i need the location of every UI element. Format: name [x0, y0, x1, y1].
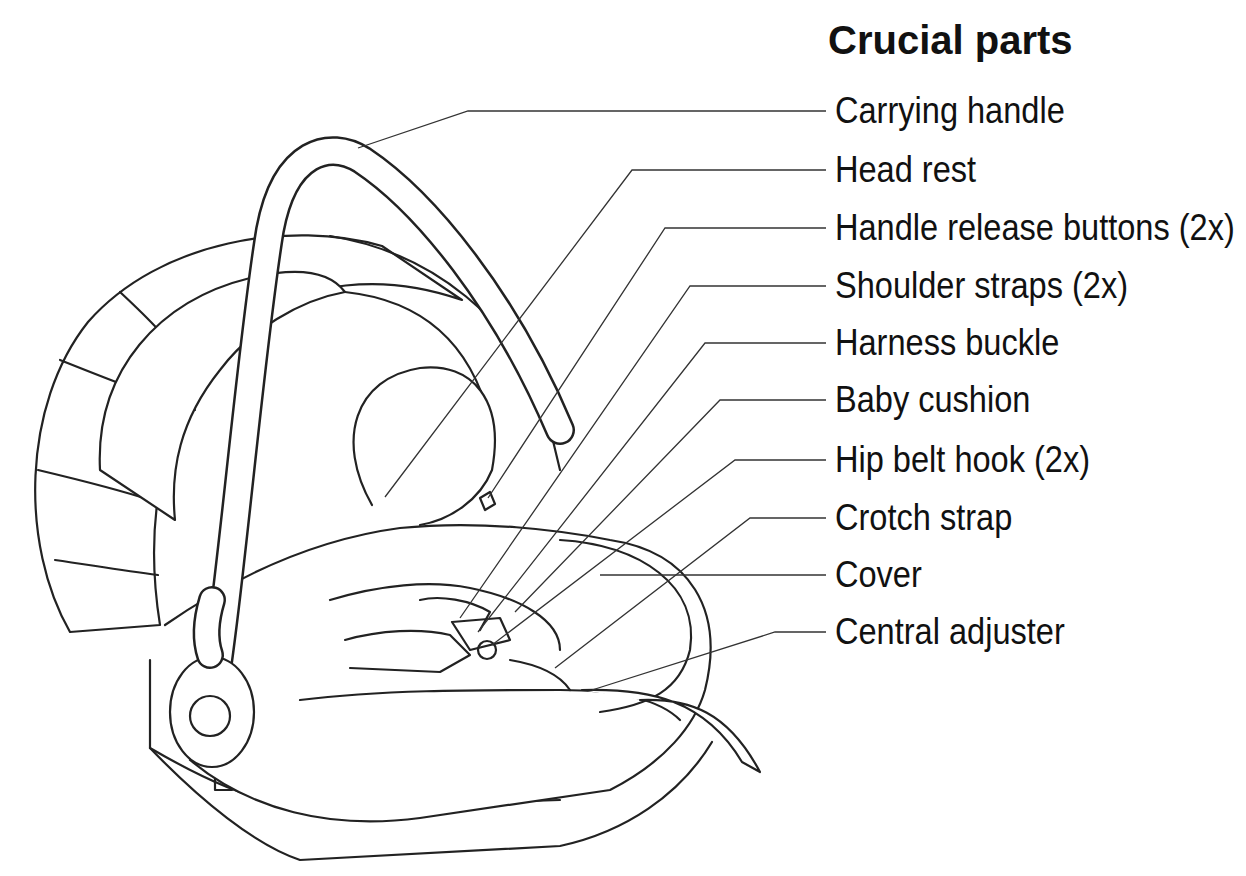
- canopy-panel: [100, 272, 345, 520]
- part-label: Crotch strap: [835, 500, 1012, 536]
- leader-line: [515, 400, 826, 612]
- pivot-hub: [190, 696, 230, 736]
- adjuster-strap: [582, 690, 760, 772]
- crotch-strap: [510, 660, 570, 690]
- title: Crucial parts: [828, 20, 1073, 60]
- leader-line: [592, 632, 826, 690]
- carrying-handle-fill: [210, 151, 560, 715]
- leader-line: [492, 460, 826, 645]
- part-label: Shoulder straps (2x): [835, 268, 1128, 304]
- leader-line: [385, 170, 826, 497]
- seat-shell: [165, 525, 711, 821]
- handle-pivot: [170, 657, 254, 767]
- leader-line: [460, 286, 826, 618]
- handle-joint-fill: [207, 600, 212, 655]
- carrying-handle: [210, 151, 560, 715]
- part-label: Cover: [835, 557, 922, 593]
- shoulder-strap: [345, 631, 470, 672]
- part-label: Central adjuster: [835, 614, 1065, 650]
- leader-line: [600, 574, 826, 575]
- part-label: Hip belt hook (2x): [835, 442, 1090, 478]
- part-label: Carrying handle: [835, 93, 1065, 129]
- part-label: Harness buckle: [835, 325, 1059, 361]
- part-label: Baby cushion: [835, 382, 1030, 418]
- part-label: Head rest: [835, 152, 976, 188]
- harness-buckle: [452, 618, 510, 650]
- canopy-seam: [55, 560, 158, 575]
- handle-joint: [207, 600, 212, 655]
- seat-drawing: [35, 151, 760, 860]
- head-rest: [354, 367, 495, 525]
- leader-line: [555, 518, 826, 668]
- leader-line: [488, 228, 826, 498]
- leader-lines: [358, 111, 826, 690]
- leader-line: [358, 111, 826, 148]
- part-label: Handle release buttons (2x): [835, 210, 1235, 246]
- leader-line: [478, 343, 826, 632]
- baby-cushion: [330, 584, 560, 650]
- release-button: [480, 492, 495, 510]
- footwell: [560, 540, 691, 712]
